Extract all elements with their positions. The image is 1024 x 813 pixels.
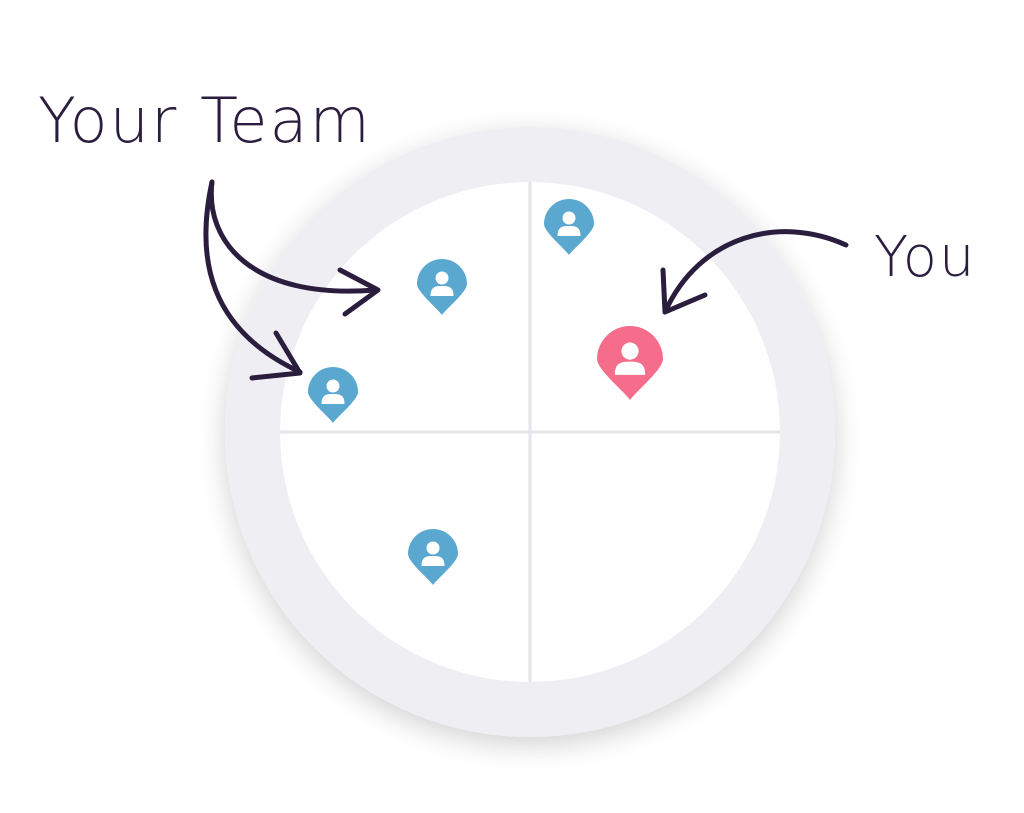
you-arrow [660, 229, 849, 315]
team-arrow-upper-head [337, 267, 381, 317]
team-label: Your Team [38, 84, 372, 157]
team-arrows [203, 179, 381, 381]
team-arrow-lower-head [249, 330, 303, 381]
team-arrow-lower [203, 179, 303, 375]
you-arrow-curve [662, 229, 849, 315]
you-arrow-head [660, 267, 708, 315]
team-arrow-upper [208, 179, 378, 294]
you-label: You [874, 225, 977, 290]
